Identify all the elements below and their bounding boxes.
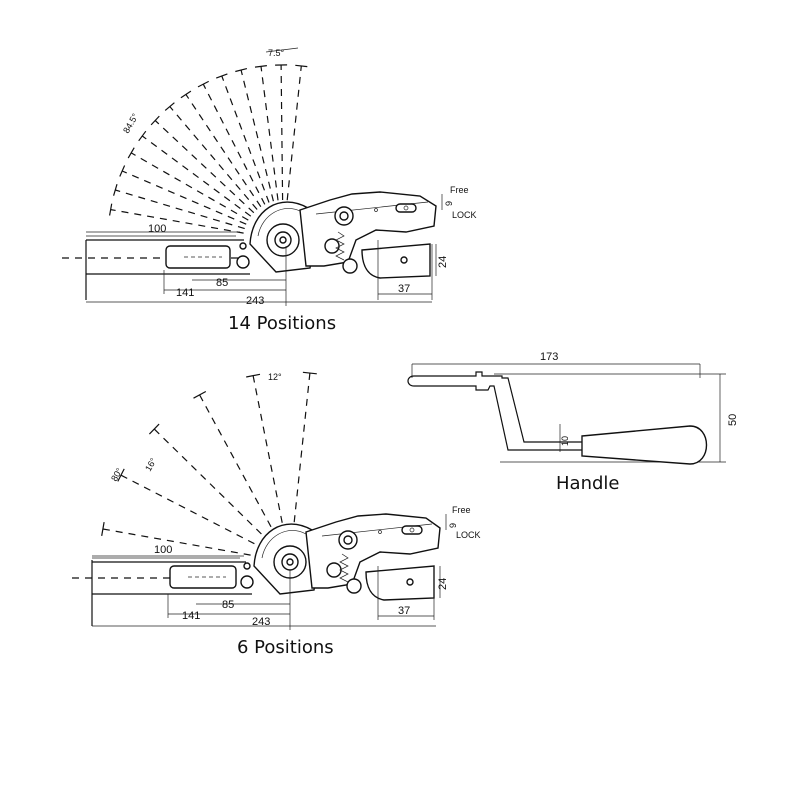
- handle-height: 50: [727, 414, 739, 426]
- arc-position-lines: [101, 371, 317, 556]
- position-line: [202, 83, 266, 205]
- hinge-mechanism: [249, 191, 437, 300]
- position-line: [169, 106, 258, 210]
- angle-side: 80°: [109, 466, 125, 483]
- position-tick: [127, 147, 135, 159]
- free-label: Free: [450, 185, 469, 195]
- figure-14-positions: 100 85 141 243 37 24 9 Free LOCK 7.5° 84…: [62, 47, 477, 307]
- position-line: [260, 66, 279, 201]
- position-tick: [197, 80, 209, 88]
- position-tick: [164, 102, 175, 111]
- angle-top: 12°: [268, 372, 282, 382]
- dim-100: 100: [148, 223, 166, 235]
- dim-85: 85: [222, 599, 234, 611]
- position-tick: [109, 203, 113, 216]
- position-tick: [254, 65, 267, 68]
- position-tick: [235, 68, 248, 73]
- dim-9: 9: [448, 523, 458, 528]
- position-tick: [101, 521, 105, 537]
- dim-85: 85: [216, 277, 228, 289]
- dim-243: 243: [252, 616, 270, 628]
- dim-141: 141: [176, 287, 194, 299]
- dim-24: 24: [437, 256, 449, 268]
- arc-position-lines: [109, 64, 308, 234]
- position-line: [286, 65, 302, 201]
- position-line: [280, 64, 284, 201]
- dimension-lines: [86, 47, 443, 306]
- dim-24: 24: [437, 578, 449, 590]
- position-line: [120, 474, 255, 545]
- position-tick: [138, 130, 147, 142]
- position-line: [240, 69, 274, 202]
- position-line: [221, 75, 270, 203]
- position-line: [130, 152, 249, 221]
- position-tick: [302, 371, 317, 375]
- position-line: [121, 170, 247, 225]
- handle-grip-offset: 10: [560, 436, 570, 446]
- dimension-lines: [92, 514, 447, 630]
- position-tick: [148, 423, 160, 435]
- position-line: [115, 189, 245, 230]
- angle-inner: 16°: [143, 456, 159, 473]
- position-tick: [295, 64, 308, 68]
- dim-141: 141: [182, 610, 200, 622]
- caption-handle: Handle: [556, 473, 620, 494]
- position-line: [185, 94, 262, 208]
- position-tick: [180, 90, 192, 99]
- dim-37: 37: [398, 283, 410, 295]
- position-tick: [117, 468, 125, 482]
- position-line: [110, 209, 244, 234]
- caption-14-positions: 14 Positions: [228, 313, 337, 334]
- caption-6-positions: 6 Positions: [237, 637, 334, 658]
- lock-label: LOCK: [456, 530, 481, 540]
- dim-100: 100: [154, 544, 172, 556]
- position-tick: [150, 115, 160, 126]
- dim-9: 9: [444, 201, 454, 206]
- handle-drawing: [407, 363, 726, 465]
- arm-bar: [72, 555, 254, 626]
- position-line: [102, 528, 251, 556]
- position-tick: [193, 390, 207, 399]
- free-label: Free: [452, 505, 471, 515]
- position-line: [141, 135, 252, 217]
- hinge-mechanism: [253, 513, 441, 620]
- position-tick: [113, 184, 118, 196]
- dim-243: 243: [246, 295, 264, 307]
- dim-37: 37: [398, 605, 410, 617]
- position-line: [153, 428, 262, 535]
- position-tick: [246, 373, 261, 378]
- figure-6-positions: 100 85 141 243 37 24 9 Free LOCK 12° 80°…: [72, 371, 481, 630]
- position-tick: [119, 165, 126, 177]
- angle-side: 84.5°: [121, 111, 140, 135]
- position-line: [293, 372, 311, 523]
- position-tick: [215, 73, 228, 79]
- position-line: [154, 120, 255, 214]
- angle-top: 7.5°: [268, 48, 285, 58]
- arm-bar: [62, 231, 250, 300]
- handle-length: 173: [540, 351, 558, 363]
- lock-label: LOCK: [452, 210, 477, 220]
